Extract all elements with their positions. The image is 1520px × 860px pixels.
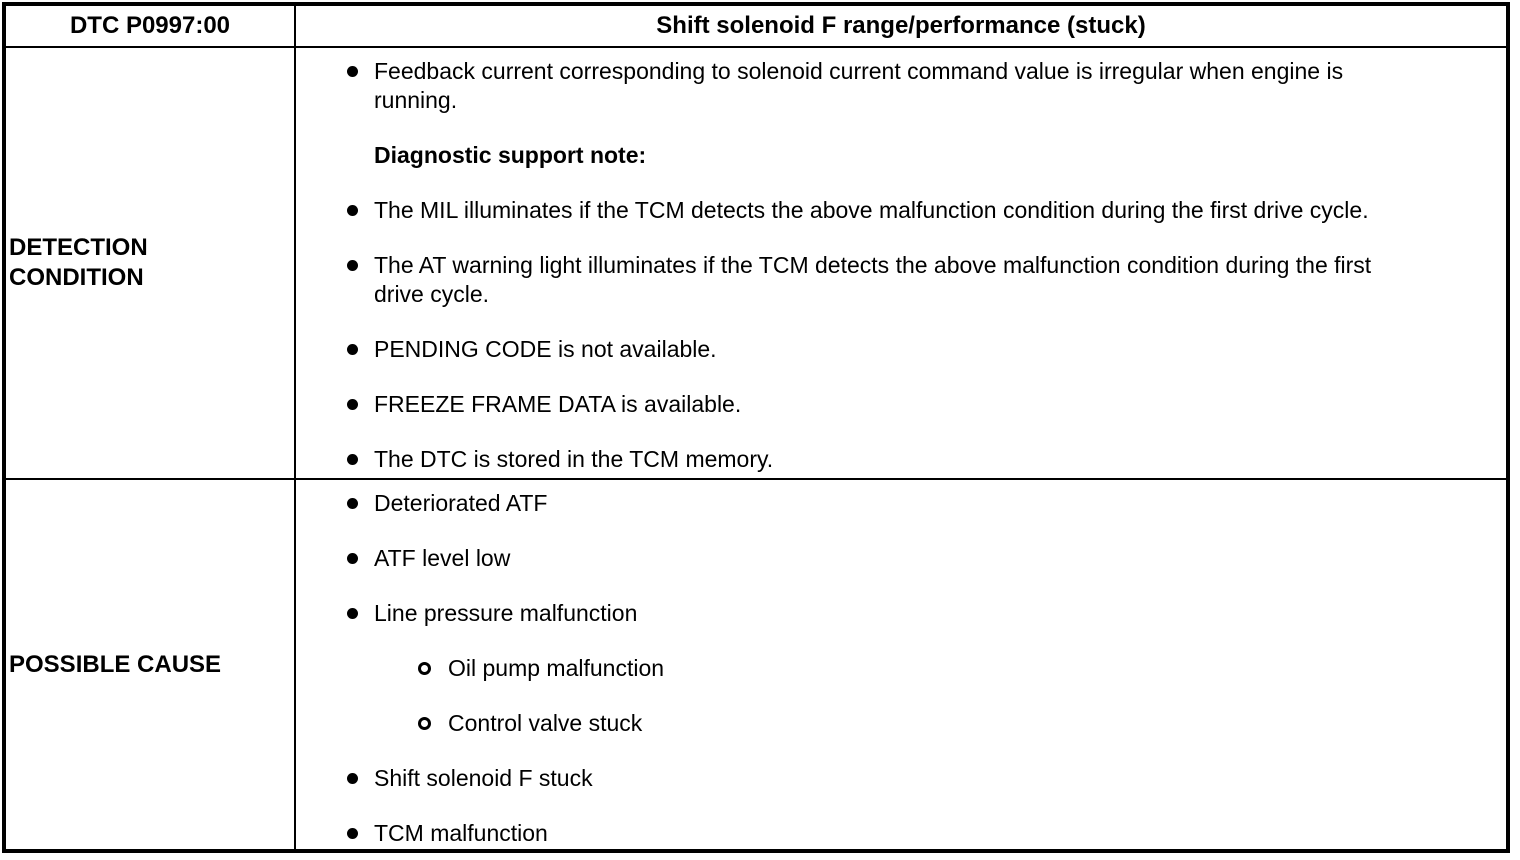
- list-item: The MIL illuminates if the TCM detects t…: [296, 196, 1498, 225]
- bullet-icon: [347, 828, 358, 839]
- bullet-icon: [347, 260, 358, 271]
- sub-list-item-text: Oil pump malfunction: [448, 655, 665, 681]
- list-item: FREEZE FRAME DATA is available.: [296, 390, 1498, 419]
- list-item-text: The DTC is stored in the TCM memory.: [374, 446, 774, 472]
- list-item: Shift solenoid F stuck: [296, 764, 1498, 793]
- list-item: Feedback current corresponding to soleno…: [296, 57, 1498, 115]
- bullet-icon: [347, 399, 358, 410]
- dtc-title: Shift solenoid F range/performance (stuc…: [656, 12, 1146, 39]
- possible-cause-label: POSSIBLE CAUSE: [9, 650, 222, 678]
- list-item-text: Deteriorated ATF: [374, 490, 548, 516]
- list-item: Deteriorated ATF: [296, 489, 1498, 518]
- list-item-text: Shift solenoid F stuck: [374, 765, 593, 791]
- detection-condition-label: DETECTION CONDITION: [9, 234, 148, 291]
- dtc-title-cell: Shift solenoid F range/performance (stuc…: [296, 6, 1506, 48]
- detection-condition-content-cell: Feedback current corresponding to soleno…: [296, 48, 1506, 480]
- sub-list-item-text: Control valve stuck: [448, 710, 643, 736]
- possible-cause-label-cell: POSSIBLE CAUSE: [6, 480, 296, 849]
- list-item-text: Feedback current corresponding to soleno…: [374, 58, 1344, 113]
- detection-condition-label-cell: DETECTION CONDITION: [6, 48, 296, 480]
- bullet-icon: [347, 608, 358, 619]
- list-item: Line pressure malfunction: [296, 599, 1498, 628]
- list-item-text: ATF level low: [374, 545, 511, 571]
- list-item-text: FREEZE FRAME DATA is available.: [374, 391, 742, 417]
- list-item: TCM malfunction: [296, 819, 1498, 848]
- bullet-icon: [347, 553, 358, 564]
- bullet-icon: [347, 344, 358, 355]
- note-heading: Diagnostic support note:: [296, 141, 1498, 170]
- sub-bullet-icon: [418, 717, 431, 730]
- sub-list-item: Control valve stuck: [296, 709, 1498, 738]
- bullet-icon: [347, 454, 358, 465]
- list-item: The DTC is stored in the TCM memory.: [296, 445, 1498, 474]
- list-item-text: TCM malfunction: [374, 820, 548, 846]
- note-heading-text: Diagnostic support note:: [374, 142, 647, 168]
- dtc-code-cell: DTC P0997:00: [6, 6, 296, 48]
- bullet-icon: [347, 205, 358, 216]
- sub-bullet-icon: [418, 662, 431, 675]
- list-item-text: Line pressure malfunction: [374, 600, 638, 626]
- dtc-code: DTC P0997:00: [69, 12, 231, 39]
- list-item: ATF level low: [296, 544, 1498, 573]
- list-item: PENDING CODE is not available.: [296, 335, 1498, 364]
- sub-list-item: Oil pump malfunction: [296, 654, 1498, 683]
- list-item-text: PENDING CODE is not available.: [374, 336, 717, 362]
- bullet-icon: [347, 498, 358, 509]
- bullet-icon: [347, 66, 358, 77]
- list-item-text: The AT warning light illuminates if the …: [374, 252, 1372, 307]
- list-item: The AT warning light illuminates if the …: [296, 251, 1498, 309]
- list-item-text: The MIL illuminates if the TCM detects t…: [374, 197, 1369, 223]
- possible-cause-content-cell: Deteriorated ATF ATF level low Line pres…: [296, 480, 1506, 849]
- bullet-icon: [347, 773, 358, 784]
